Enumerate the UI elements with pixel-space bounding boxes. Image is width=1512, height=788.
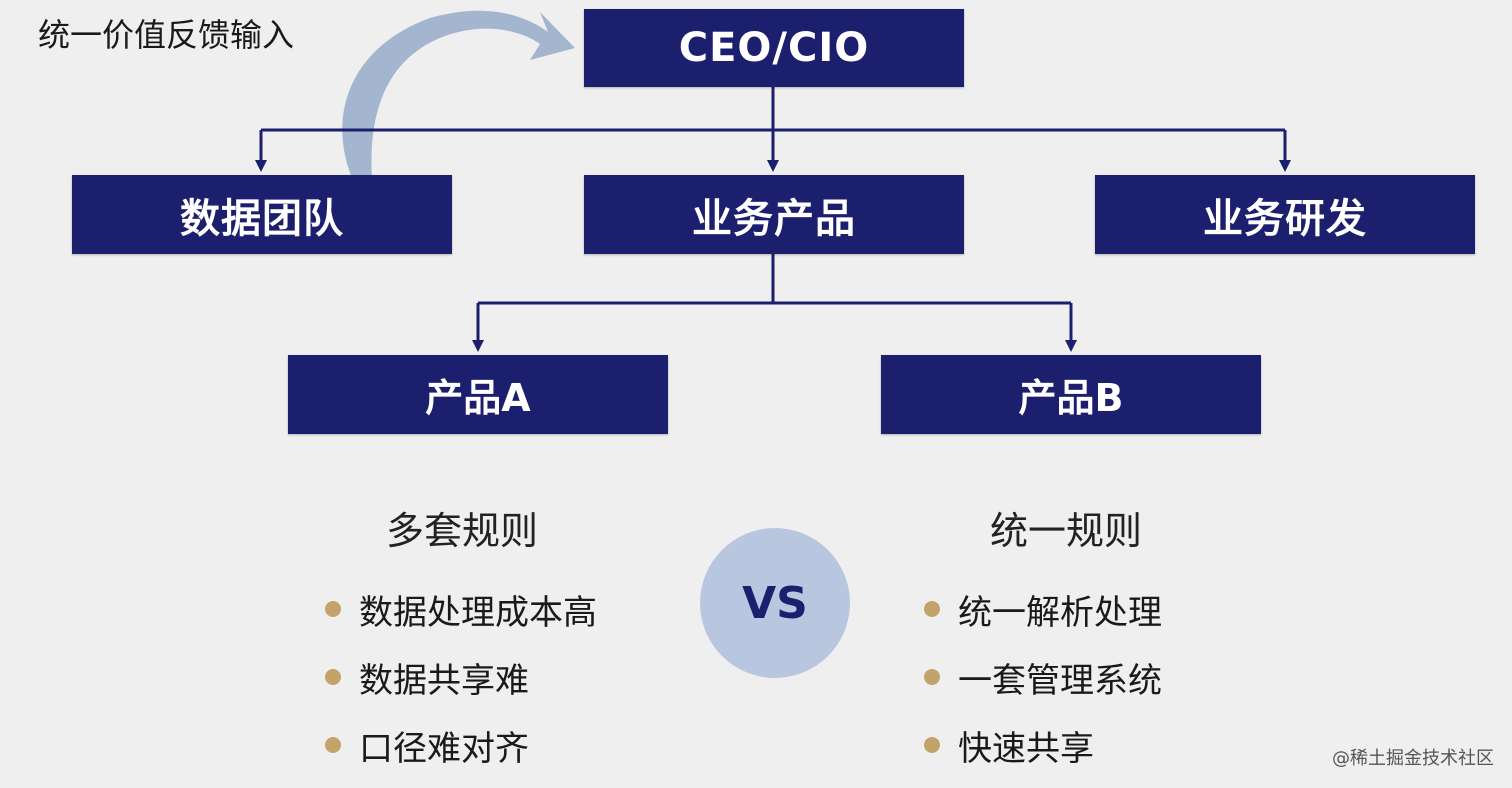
list-item-text: 快速共享 — [958, 728, 1094, 769]
node-data-team: 数据团队 — [72, 175, 452, 254]
list-item-text: 口径难对齐 — [359, 728, 529, 769]
node-ceo: CEO/CIO — [584, 9, 964, 87]
vs-badge: VS — [700, 528, 850, 678]
node-product-b: 产品B — [881, 355, 1261, 434]
list-item: 统一解析处理 — [924, 575, 1162, 643]
right-bullet-list: 统一解析处理 一套管理系统 快速共享 — [924, 575, 1162, 779]
feedback-label: 统一价值反馈输入 — [38, 16, 295, 54]
list-item-text: 数据处理成本高 — [359, 592, 597, 633]
list-item: 快速共享 — [924, 711, 1162, 779]
list-item-text: 统一解析处理 — [958, 592, 1162, 633]
list-item: 口径难对齐 — [325, 711, 597, 779]
node-biz-product: 业务产品 — [584, 175, 964, 254]
node-product-a: 产品A — [288, 355, 668, 434]
bullet-dot-icon — [924, 669, 940, 685]
left-bullet-list: 数据处理成本高 数据共享难 口径难对齐 — [325, 575, 597, 779]
list-item: 数据共享难 — [325, 643, 597, 711]
left-column-title: 多套规则 — [386, 509, 539, 553]
list-item: 一套管理系统 — [924, 643, 1162, 711]
watermark: @稀土掘金技术社区 — [1332, 748, 1494, 769]
bullet-dot-icon — [325, 737, 341, 753]
bullet-dot-icon — [325, 669, 341, 685]
right-column-title: 统一规则 — [990, 509, 1143, 553]
bullet-dot-icon — [325, 601, 341, 617]
feedback-arrow — [342, 10, 575, 179]
node-biz-rnd: 业务研发 — [1095, 175, 1475, 254]
bullet-dot-icon — [924, 737, 940, 753]
list-item-text: 数据共享难 — [359, 660, 529, 701]
list-item: 数据处理成本高 — [325, 575, 597, 643]
bullet-dot-icon — [924, 601, 940, 617]
list-item-text: 一套管理系统 — [958, 660, 1162, 701]
